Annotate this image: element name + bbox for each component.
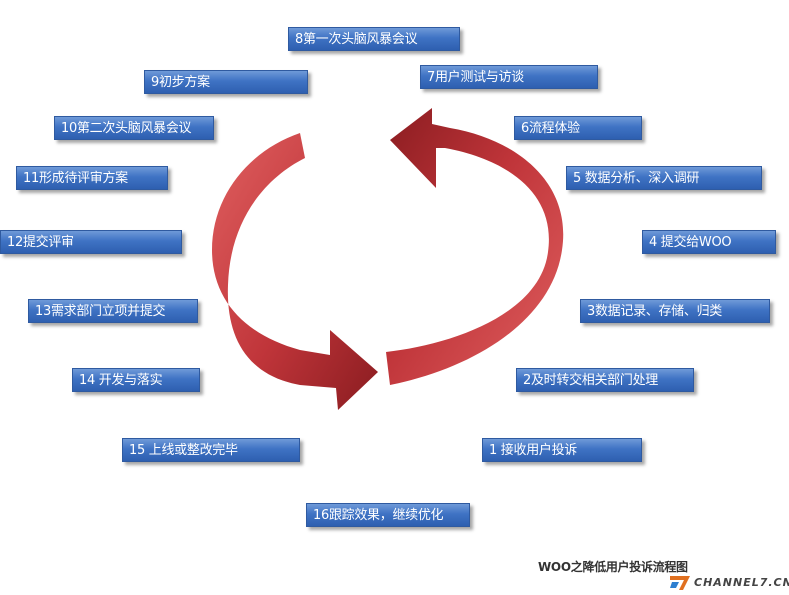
logo-text: CHANNEL7.CN [694,575,789,589]
step-4-box: 4 提交给WOO [642,230,776,254]
step-6-label: 6流程体验 [521,121,580,136]
step-12-box: 12提交评审 [0,230,182,254]
step-5-box: 5 数据分析、深入调研 [566,166,762,190]
step-10-label: 10第二次头脑风暴会议 [61,121,192,136]
step-10-box: 10第二次头脑风暴会议 [54,116,214,140]
step-7-label: 7用户测试与访谈 [427,70,524,85]
step-2-label: 2及时转交相关部门处理 [523,373,658,388]
step-13-box: 13需求部门立项并提交 [28,299,198,323]
step-13-label: 13需求部门立项并提交 [35,304,166,319]
left-arc-arrow [212,133,378,410]
step-8-label: 8第一次头脑风暴会议 [295,32,418,47]
step-1-label: 1 接收用户投诉 [489,443,578,458]
right-arc-arrow [386,108,564,385]
step-11-label: 11形成待评审方案 [23,171,128,186]
step-2-box: 2及时转交相关部门处理 [516,368,694,392]
step-12-label: 12提交评审 [7,235,74,250]
step-4-label: 4 提交给WOO [649,235,732,250]
step-8-box: 8第一次头脑风暴会议 [288,27,460,51]
step-15-box: 15 上线或整改完毕 [122,438,300,462]
site-logo: CHANNEL7.CN [670,572,789,592]
diagram-caption: WOO之降低用户投诉流程图 [538,560,688,574]
step-11-box: 11形成待评审方案 [16,166,168,190]
step-16-box: 16跟踪效果，继续优化 [306,503,470,527]
step-16-label: 16跟踪效果，继续优化 [313,508,444,523]
step-5-label: 5 数据分析、深入调研 [573,171,700,186]
step-14-box: 14 开发与落实 [72,368,200,392]
channel7-logo-icon [670,576,690,590]
step-9-label: 9初步方案 [151,75,210,90]
step-9-box: 9初步方案 [144,70,308,94]
step-3-box: 3数据记录、存储、归类 [580,299,770,323]
step-3-label: 3数据记录、存储、归类 [587,304,722,319]
step-1-box: 1 接收用户投诉 [482,438,642,462]
step-15-label: 15 上线或整改完毕 [129,443,238,458]
step-6-box: 6流程体验 [514,116,642,140]
step-7-box: 7用户测试与访谈 [420,65,598,89]
step-14-label: 14 开发与落实 [79,373,163,388]
